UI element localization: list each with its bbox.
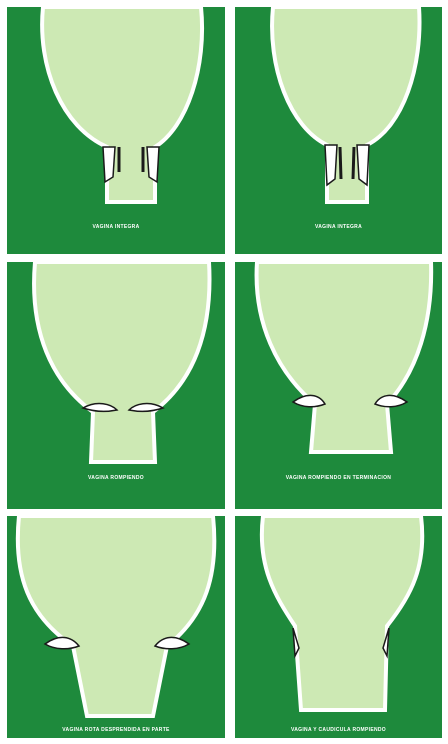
panel-6: VAGINA Y CAUDICULA ROMPIENDO [235,516,442,738]
panel-2-caption: VAGINA INTEGRA [235,224,442,230]
panel-1-caption: VAGINA INTEGRA [7,224,225,230]
panel-3-caption: VAGINA ROMPIENDO [7,475,225,481]
panel-1: VAGINA INTEGRA [7,7,225,254]
panel-6-caption: VAGINA Y CAUDICULA ROMPIENDO [235,727,442,733]
stage-4-illustration [235,262,442,509]
panel-4-caption: VAGINA ROMPIENDO EN TERMINACION [235,475,442,481]
panel-4: VAGINA ROMPIENDO EN TERMINACION [235,262,442,509]
stage-6-illustration [235,516,442,738]
panel-5-caption: VAGINA ROTA DESPRENDIDA EN PARTE [7,727,225,733]
stage-1-illustration [7,7,225,254]
stage-3-illustration [7,262,225,509]
panel-2: VAGINA INTEGRA [235,7,442,254]
panel-3: VAGINA ROMPIENDO [7,262,225,509]
stage-5-illustration [7,516,225,738]
panel-5: VAGINA ROTA DESPRENDIDA EN PARTE [7,516,225,738]
stage-2-illustration [235,7,442,254]
